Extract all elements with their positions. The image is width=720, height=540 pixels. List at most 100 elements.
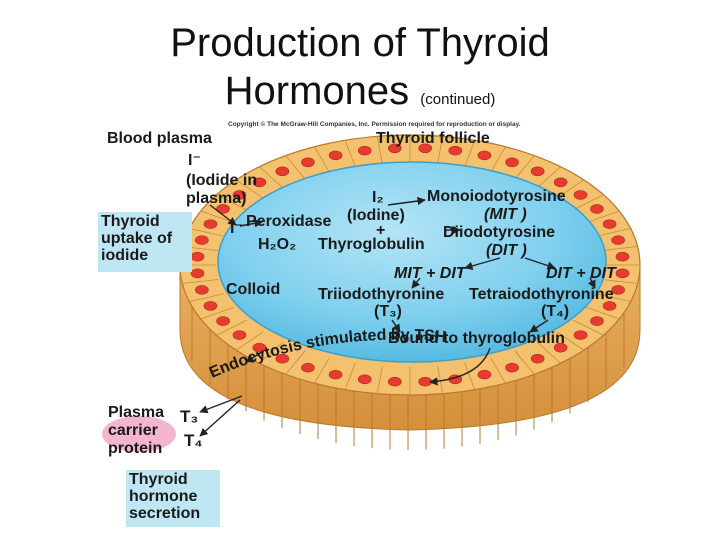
thyroglobulin-label: Thyroglobulin [318,236,425,253]
thyroid-uptake-box: Thyroid uptake of iodide [98,212,192,272]
cell-divider [514,350,535,375]
colloid-lumen [217,161,607,363]
t3-paren-label: (T₃) [374,303,402,320]
slide-title-word: Hormones [224,69,410,113]
peroxidase-label: Peroxidase [246,213,332,230]
cell-nucleus [275,166,290,177]
arrow-to-monoiodotyrosine [387,196,426,206]
cell-nucleus [388,376,402,387]
cell-nucleus [530,166,545,177]
cell-nucleus [190,268,205,279]
cell-nucleus [553,177,568,188]
cell-divider [596,293,631,303]
cell-nucleus [328,369,343,380]
cell-nucleus [602,219,617,229]
slide-title-suffix: (continued) [420,91,496,108]
cell-nucleus [216,204,230,214]
cell-divider [216,319,247,336]
arrow-into-follicle [239,219,263,228]
arrow-secretion-t4 [199,399,241,437]
cell-nucleus [553,342,568,353]
thyroid-uptake-line2: uptake of [101,230,173,247]
cell-divider [536,166,561,189]
cell-divider [285,350,306,375]
t4-paren-label: (T₄) [541,303,570,320]
cell-divider [182,279,219,284]
cell-nucleus [505,157,519,168]
plasma-carrier-line2: carrier [108,422,158,439]
cell-nucleus [611,285,625,295]
cell-divider [437,136,444,165]
iodide-entry-label: I⁻ [230,220,243,237]
tetraiodothyronine-label: Tetraiodothyronine [469,286,614,303]
mit-dit-label: MIT + DIT [394,265,466,282]
cell-nucleus [203,301,218,311]
cell-divider [376,136,383,165]
cell-nucleus [357,145,372,156]
secretion-line2: hormone [129,488,198,505]
cell-nucleus [448,145,463,156]
cell-nucleus [615,251,630,262]
mit-label: (MIT ) [484,206,527,223]
cell-divider [259,341,284,364]
cell-nucleus [573,190,588,200]
thyroid-follicle-label: Thyroid follicle [376,130,490,147]
carrier-protein-highlight [102,416,176,452]
cell-divider [200,306,234,320]
cell-nucleus [602,301,617,311]
cell-nucleus [328,150,343,161]
cell-nucleus [232,330,247,340]
cell-divider [573,319,604,336]
pathway-arrows [199,196,596,437]
arrow-to-triiodothyronine [411,277,421,289]
cell-nucleus [530,353,545,364]
thyroid-uptake-line3: iodide [101,247,149,264]
colloid-label: Colloid [226,281,281,298]
plasma-carrier-line3: protein [108,440,163,457]
iodine-label: (Iodine) [347,207,405,224]
cell-divider [586,306,620,320]
cell-divider [586,210,620,224]
cell-divider [344,362,356,390]
blood-plasma-label: Blood plasma [107,130,212,147]
cell-divider [596,227,631,237]
cell-nucleus [590,316,604,326]
triiodothyronine-label: Triiodothyronine [318,286,445,303]
cell-divider [285,155,306,180]
cell-divider [376,365,383,394]
cell-nucleus [252,177,267,188]
dit-dit-label: DIT + DIT [546,265,616,282]
cell-divider [514,155,535,180]
thyroid-uptake-line1: Thyroid [101,213,160,230]
cell-divider [437,365,444,394]
cell-divider [216,194,247,211]
side-cell-dividers [191,306,625,450]
cell-nucleus [418,376,432,387]
copyright-notice: Copyright © The McGraw-Hill Companies, I… [228,121,521,128]
cell-divider [235,179,264,199]
cell-nucleus [477,369,492,380]
cell-nucleus [301,362,315,373]
t4-secreted-label: T₄ [184,431,203,450]
iodide-ion-label: I⁻ [188,152,201,169]
cell-nucleus [505,362,519,373]
cell-nucleus [195,285,209,295]
arrow-endocytosis [429,347,491,386]
cell-nucleus [388,143,402,154]
cell-divider [189,227,224,237]
cell-nucleus [252,342,267,353]
cell-nucleus [357,374,372,385]
arrow-to-bound-t4 [529,319,549,333]
diiodotyrosine-label: Diiodotyrosine [443,224,556,241]
cell-divider [490,146,506,173]
cell-divider [314,357,330,384]
iodide-in-plasma-line1: (Iodide in [186,172,258,189]
arrow-to-bound [391,319,401,333]
arrow-endocytosis-out [245,351,263,363]
cell-nucleus [216,316,230,326]
cell-nucleus [590,204,604,214]
cell-nucleus [418,143,432,154]
secretion-line3: secretion [129,505,201,522]
bound-to-thyroglobulin-label: Bound to thyroglobulin [388,330,565,347]
